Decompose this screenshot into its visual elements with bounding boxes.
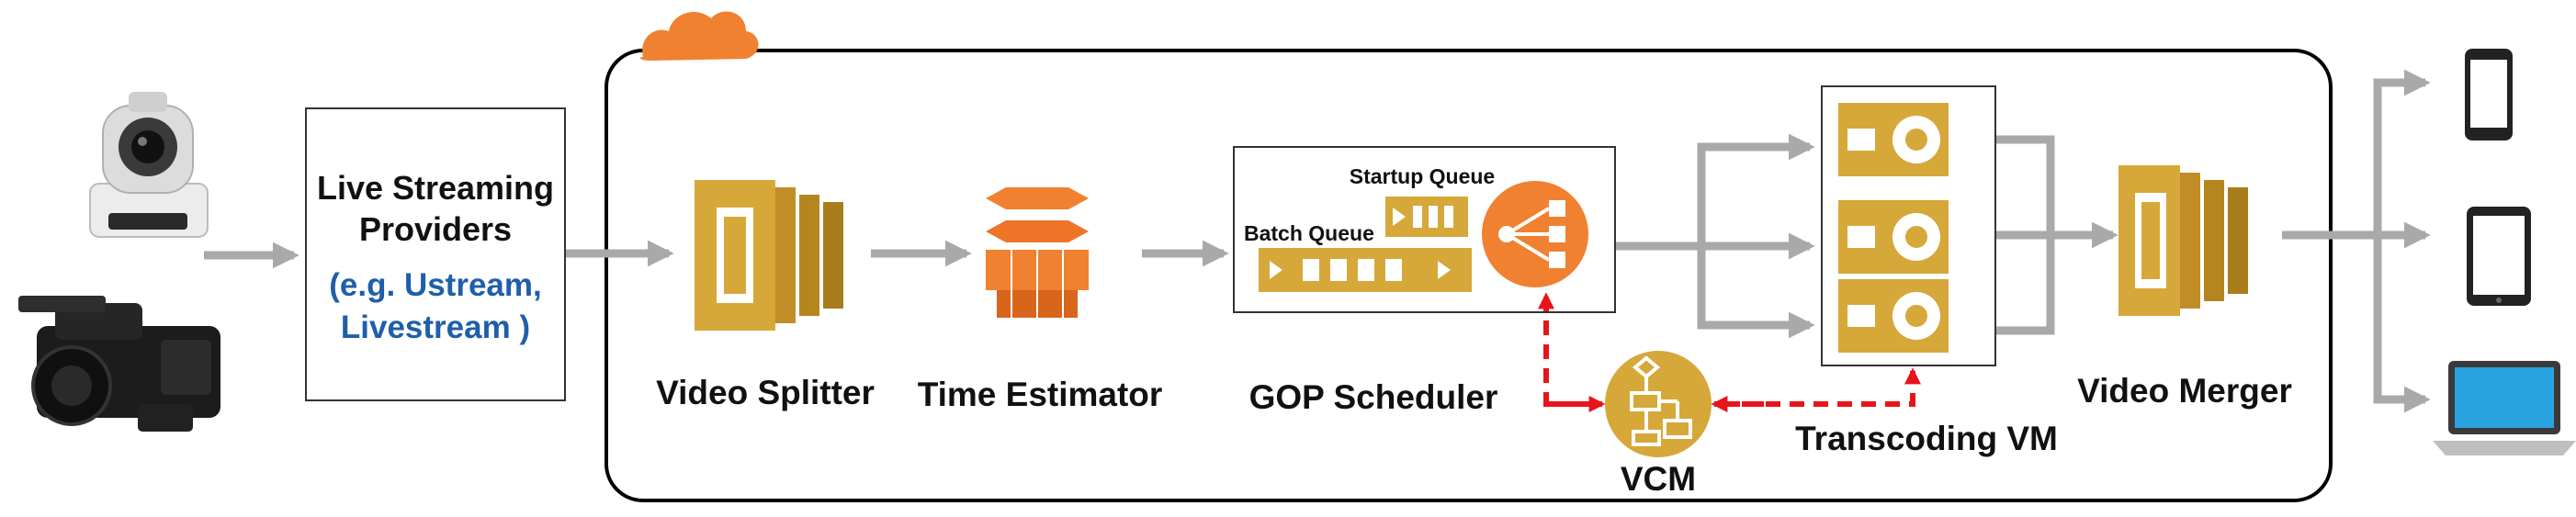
scheduler-router-icon bbox=[1482, 181, 1588, 287]
transcoding-instance-2 bbox=[1838, 200, 1949, 274]
vcm-icon bbox=[1605, 351, 1712, 457]
arrow-to-laptop bbox=[2373, 235, 2431, 413]
providers-box bbox=[305, 107, 566, 401]
providers-title-line2: Providers bbox=[359, 210, 512, 248]
batch-queue-icon bbox=[1259, 248, 1472, 292]
cloud-boundary bbox=[604, 49, 2333, 502]
vm-merge-lines bbox=[1995, 135, 2055, 335]
transcoding-vm-label: Transcoding VM bbox=[1795, 420, 2058, 457]
video-splitter-icon bbox=[695, 180, 843, 331]
gop-scheduler-label: GOP Scheduler bbox=[1249, 378, 1498, 416]
laptop-icon bbox=[2433, 361, 2576, 455]
flow-arrows bbox=[204, 69, 2431, 413]
ptz-camera-icon bbox=[89, 92, 209, 238]
providers-example-line2: Livestream ) bbox=[341, 309, 530, 345]
transcoding-instance-1 bbox=[1838, 103, 1949, 176]
time-estimator-icon bbox=[986, 187, 1089, 318]
providers-example-line1: (e.g. Ustream, bbox=[329, 267, 541, 303]
video-merger-label: Video Merger bbox=[2077, 372, 2292, 410]
time-estimator-label: Time Estimator bbox=[918, 376, 1163, 413]
camcorder-icon bbox=[18, 296, 220, 432]
smartphone-icon bbox=[2465, 49, 2513, 140]
transcoding-instance-3 bbox=[1838, 279, 1949, 353]
feedback-arrows bbox=[1538, 292, 1921, 412]
tablet-icon bbox=[2467, 207, 2531, 306]
startup-queue-label: Startup Queue bbox=[1350, 164, 1495, 188]
batch-queue-label: Batch Queue bbox=[1244, 221, 1374, 245]
vcm-label: VCM bbox=[1621, 460, 1696, 498]
video-splitter-label: Video Splitter bbox=[656, 374, 875, 411]
arrow-branch-bottom bbox=[1697, 246, 1815, 339]
video-merger-icon bbox=[2118, 165, 2248, 316]
providers-title-line1: Live Streaming bbox=[317, 169, 554, 207]
startup-queue-icon bbox=[1385, 197, 1468, 237]
arrow-branch-top bbox=[1697, 133, 1815, 246]
arrow-to-phone bbox=[2373, 69, 2431, 235]
arrow-vcm-to-vm bbox=[1718, 367, 1921, 407]
cloud-icon bbox=[639, 11, 759, 61]
